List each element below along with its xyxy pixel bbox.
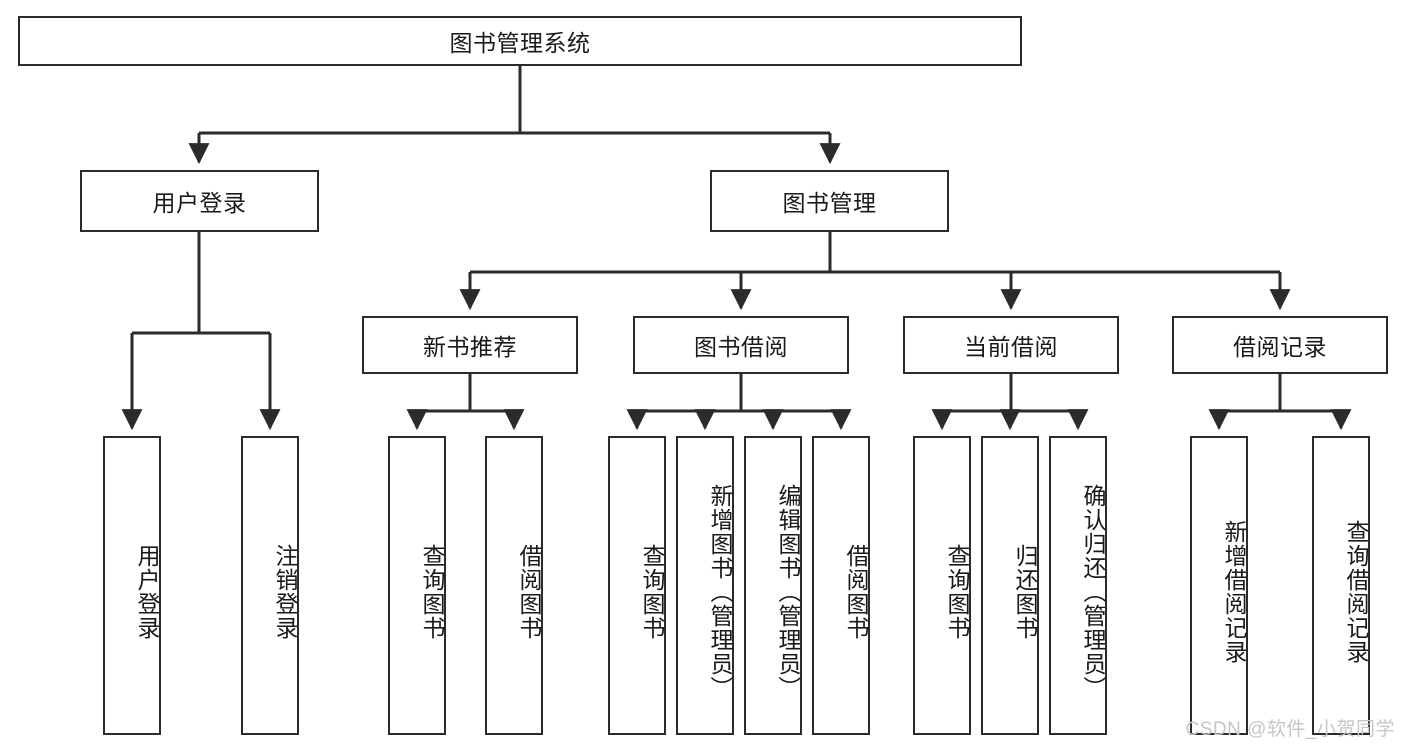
leaf-query-book-borrow[interactable]: 查询图书	[608, 436, 666, 735]
leaf-query-book-current-label: 查询图书	[944, 543, 970, 640]
node-borrow-record[interactable]: 借阅记录	[1172, 316, 1388, 374]
leaf-query-book-borrow-label: 查询图书	[639, 543, 665, 640]
leaf-query-borrow-record-label: 查询借阅记录	[1343, 519, 1369, 664]
leaf-add-book-admin[interactable]: 新增图书（管理员）	[676, 436, 734, 735]
leaf-confirm-return-admin[interactable]: 确认归还（管理员）	[1049, 436, 1107, 735]
node-root[interactable]: 图书管理系统	[18, 16, 1022, 66]
node-borrow-record-label: 借阅记录	[1233, 334, 1327, 360]
leaf-add-borrow-record-label: 新增借阅记录	[1221, 519, 1247, 664]
leaf-confirm-return-admin-label: 确认归还（管理员）	[1080, 483, 1106, 700]
node-book-management-label: 图书管理	[782, 190, 877, 216]
leaf-add-book-admin-label: 新增图书（管理员）	[707, 483, 733, 700]
leaf-borrow-book-recommend[interactable]: 借阅图书	[485, 436, 543, 735]
leaf-user-login[interactable]: 用户登录	[103, 436, 161, 735]
leaf-logout[interactable]: 注销登录	[241, 436, 299, 735]
leaf-edit-book-admin-label: 编辑图书（管理员）	[775, 483, 801, 700]
leaf-borrow-book-label: 借阅图书	[843, 543, 869, 640]
node-book-borrow-label: 图书借阅	[694, 334, 788, 360]
node-user-login[interactable]: 用户登录	[80, 170, 319, 232]
leaf-return-book-label: 归还图书	[1012, 543, 1038, 640]
node-book-borrow[interactable]: 图书借阅	[633, 316, 849, 374]
leaf-edit-book-admin[interactable]: 编辑图书（管理员）	[744, 436, 802, 735]
leaf-return-book[interactable]: 归还图书	[981, 436, 1039, 735]
leaf-query-book-recommend-label: 查询图书	[419, 543, 445, 640]
node-current-borrow-label: 当前借阅	[964, 334, 1058, 360]
leaf-add-borrow-record[interactable]: 新增借阅记录	[1190, 436, 1248, 735]
node-user-login-label: 用户登录	[152, 190, 247, 216]
leaf-user-login-label: 用户登录	[134, 543, 160, 640]
leaf-logout-label: 注销登录	[272, 543, 298, 640]
node-book-management[interactable]: 图书管理	[710, 170, 949, 232]
leaf-query-borrow-record[interactable]: 查询借阅记录	[1312, 436, 1370, 735]
watermark: CSDN @软件_小贺同学	[1185, 719, 1395, 740]
leaf-borrow-book-recommend-label: 借阅图书	[516, 543, 542, 640]
node-current-borrow[interactable]: 当前借阅	[903, 316, 1119, 374]
leaf-query-book-recommend[interactable]: 查询图书	[388, 436, 446, 735]
node-root-label: 图书管理系统	[449, 30, 591, 56]
node-new-book-recommend-label: 新书推荐	[423, 334, 517, 360]
leaf-query-book-current[interactable]: 查询图书	[913, 436, 971, 735]
node-new-book-recommend[interactable]: 新书推荐	[362, 316, 578, 374]
leaf-borrow-book[interactable]: 借阅图书	[812, 436, 870, 735]
